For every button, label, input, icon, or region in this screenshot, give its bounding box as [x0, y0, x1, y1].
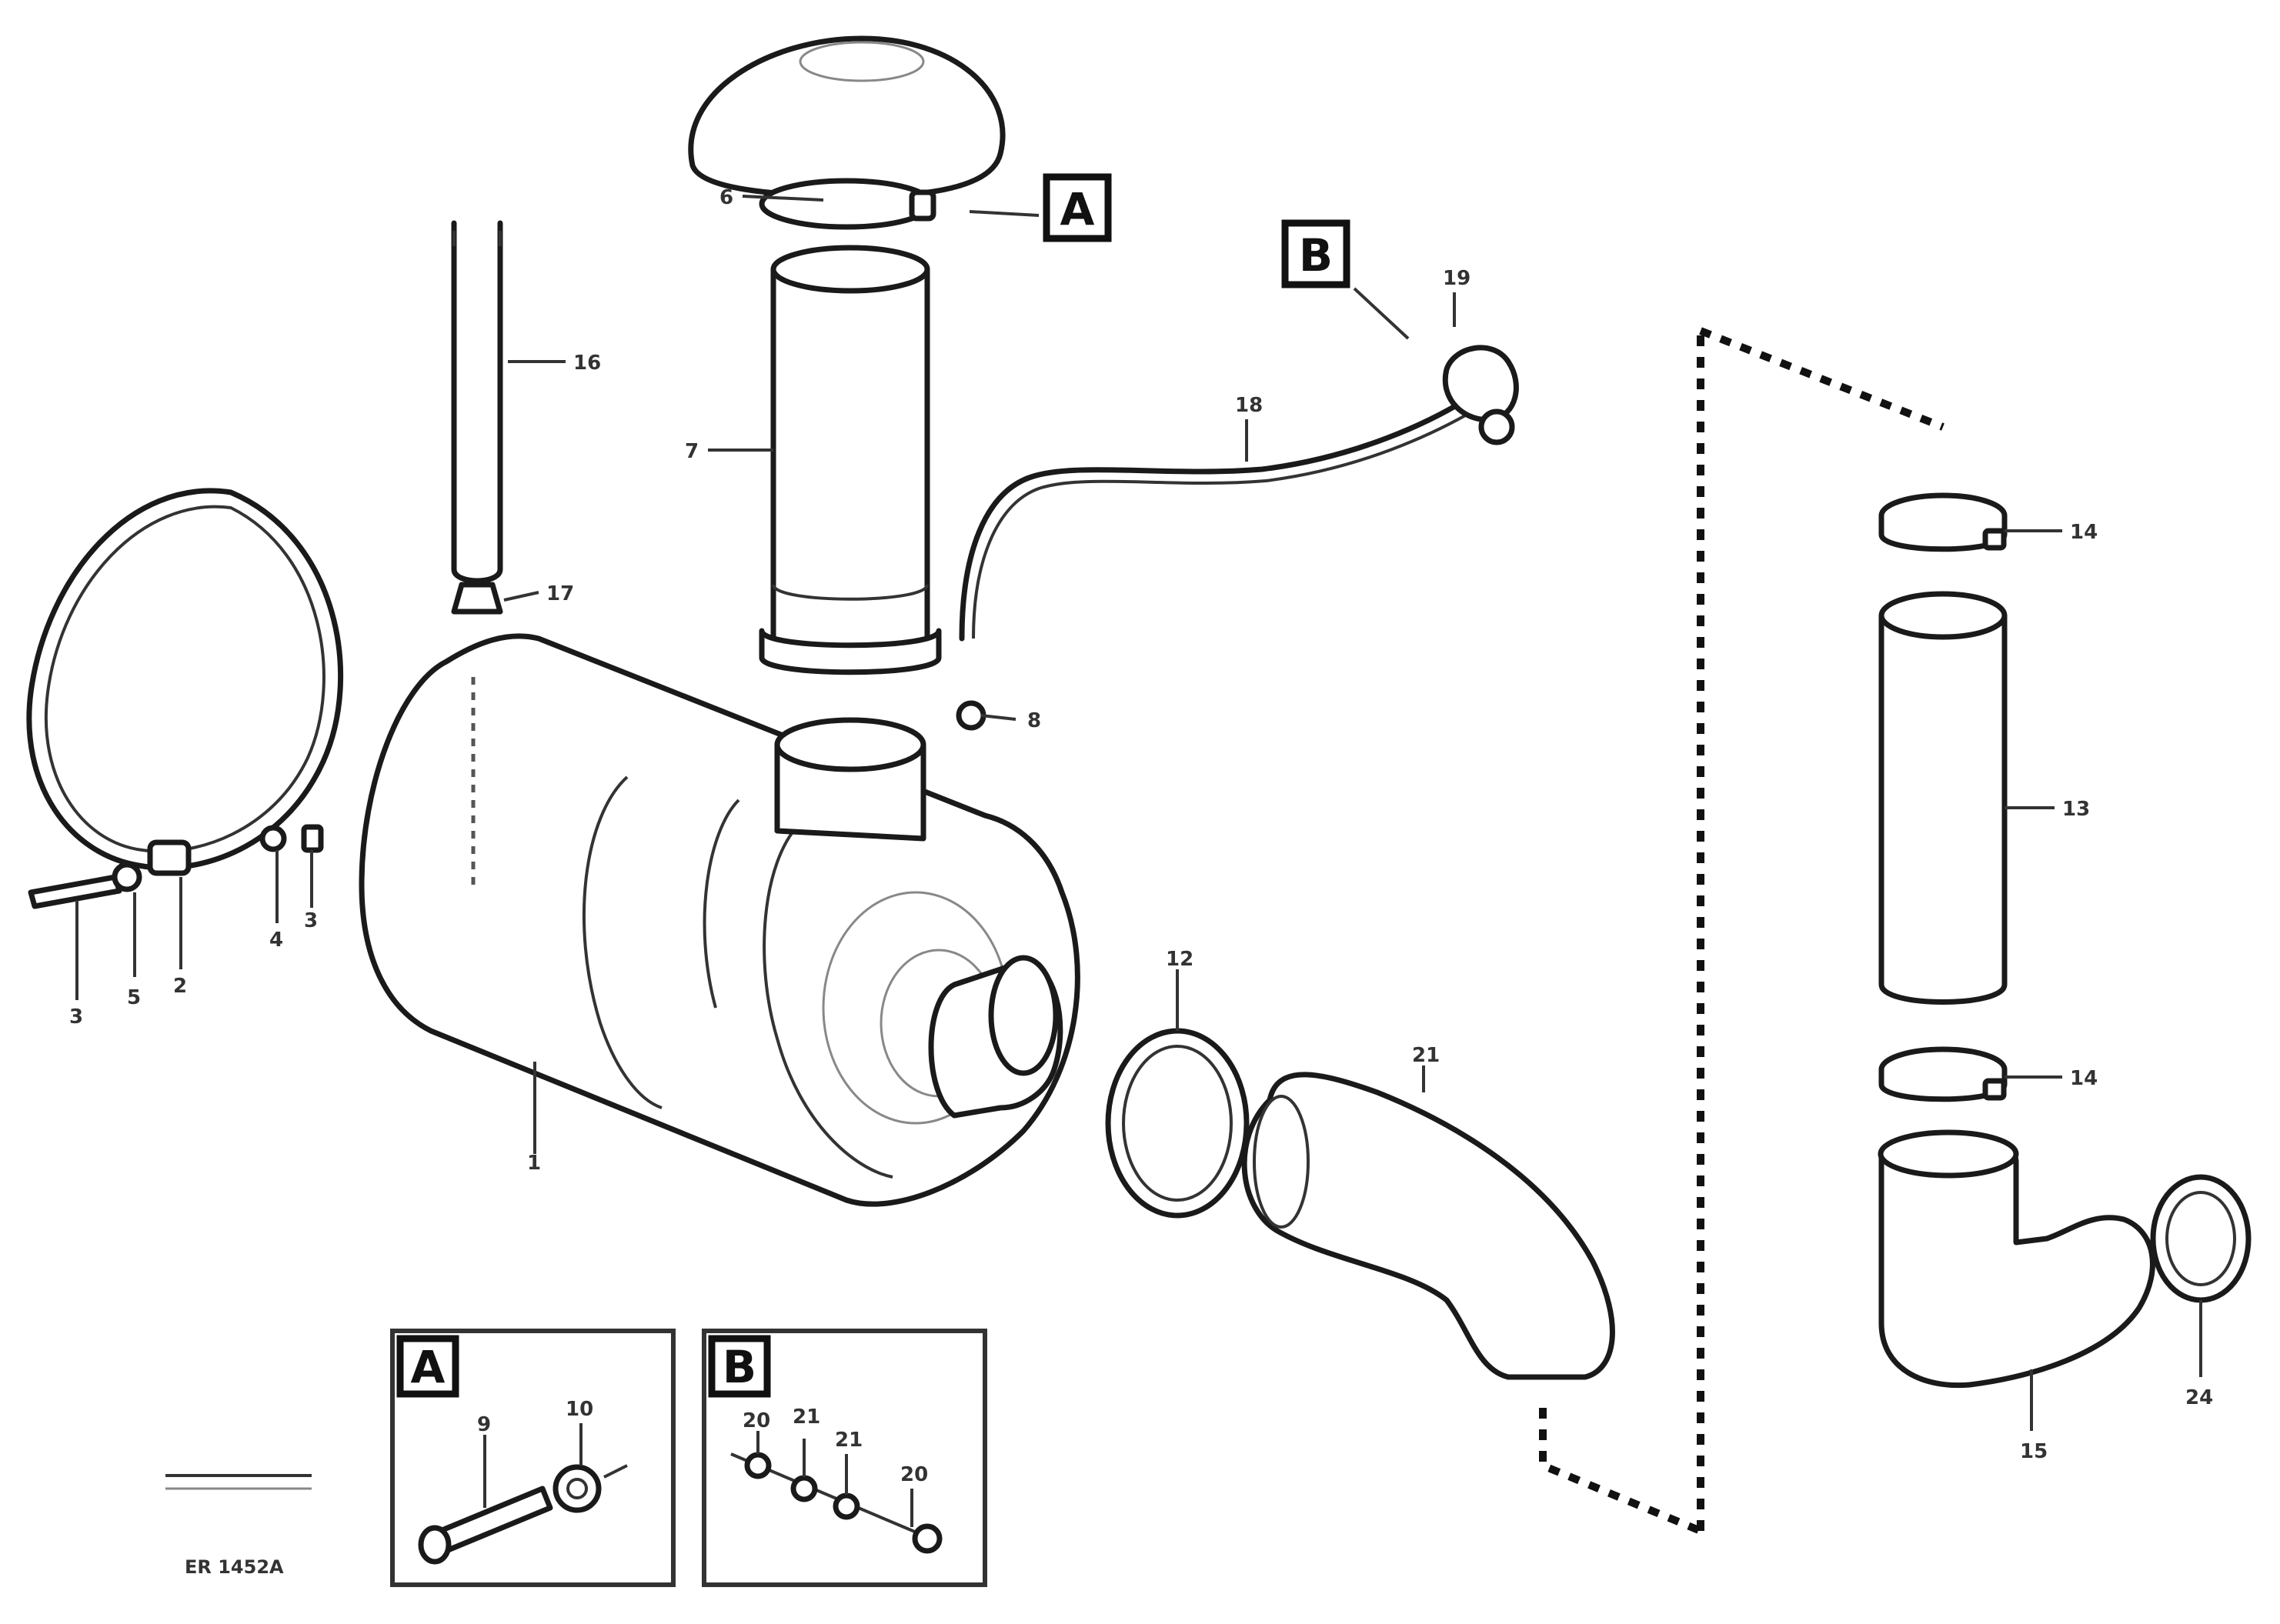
inset-a-label-9: 9	[477, 1413, 491, 1436]
label-18: 18	[1235, 394, 1263, 417]
inset-letter-b: B	[723, 1341, 756, 1393]
callout-letter-a: A	[1060, 183, 1095, 235]
callout-letter-b: B	[1299, 229, 1333, 282]
hose-clamp-lower	[1878, 1046, 2008, 1102]
inset-detail-a: A 9 10	[390, 1329, 676, 1587]
inset-b-label-4: 20	[900, 1463, 928, 1486]
precleaner-cap	[688, 35, 1006, 199]
inset-b-label-1: 20	[743, 1409, 770, 1432]
label-7: 7	[685, 440, 699, 463]
label-4: 4	[269, 929, 283, 952]
inset-b-label-2: 21	[793, 1406, 820, 1429]
clamp-band	[26, 488, 343, 876]
drawing-ref-number: ER 1452A	[185, 1556, 284, 1578]
hose-clamp-upper	[1878, 492, 2008, 552]
cap-clamp-ring	[759, 178, 936, 230]
label-21: 21	[1412, 1044, 1440, 1067]
end-ring-right	[2150, 1174, 2252, 1303]
label-3-left: 3	[69, 1005, 83, 1029]
label-1: 1	[527, 1152, 541, 1175]
label-16: 16	[573, 352, 601, 375]
label-19: 19	[1443, 267, 1470, 290]
housing-inlet-neck	[774, 717, 926, 842]
clamp-bolt-set	[28, 824, 324, 909]
label-15: 15	[2020, 1440, 2048, 1463]
housing-outlet	[928, 955, 1063, 1119]
label-14-lower: 14	[2070, 1067, 2098, 1090]
label-13: 13	[2062, 798, 2090, 821]
elbow-hose	[1241, 1072, 1615, 1380]
part-numbers: 6 16 7 17 8 19 18 1 12 21 14 13 14 15 24…	[69, 186, 2213, 1463]
inset-detail-b: B 20 21 21 20	[702, 1329, 987, 1587]
drawing-reference: ER 1452A	[165, 1474, 312, 1578]
restriction-hose	[956, 389, 1487, 731]
filter-element	[759, 245, 942, 675]
inset-letter-a: A	[411, 1341, 446, 1393]
callout-box-a: A	[1043, 173, 1112, 242]
inset-b-label-3: 21	[835, 1429, 863, 1452]
indicator-tube	[451, 220, 503, 615]
inset-a-label-10: 10	[566, 1398, 593, 1421]
leader-lines	[75, 195, 2202, 1431]
label-8: 8	[1027, 709, 1041, 732]
label-3-right: 3	[304, 909, 318, 932]
label-5: 5	[127, 986, 141, 1009]
restriction-sensor	[1442, 345, 1519, 445]
air-cleaner-housing	[359, 633, 1080, 1207]
sealing-ring	[1105, 1028, 1250, 1219]
label-14-upper: 14	[2070, 521, 2098, 544]
label-12: 12	[1166, 948, 1193, 971]
label-17: 17	[546, 582, 574, 605]
callout-box-b: B	[1281, 219, 1350, 288]
label-2: 2	[173, 975, 187, 998]
label-24: 24	[2185, 1386, 2213, 1409]
connection-dashed-line	[1539, 327, 1945, 1535]
elbow-pipe-right	[1878, 1129, 2155, 1389]
straight-pipe	[1878, 591, 2008, 1005]
label-6: 6	[719, 186, 733, 209]
